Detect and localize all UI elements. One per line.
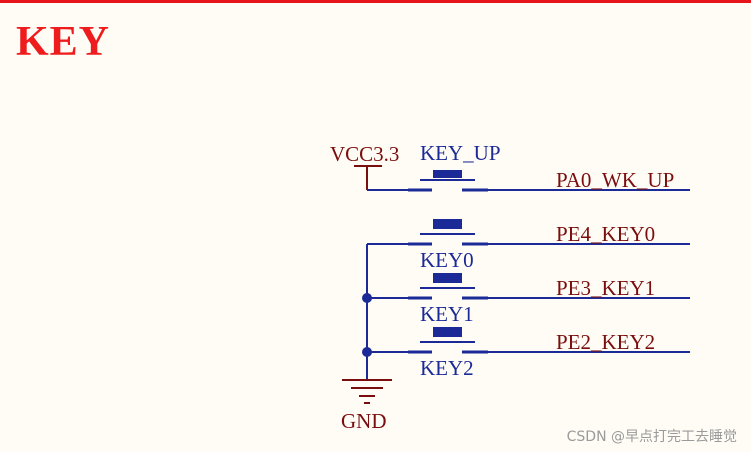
gnd-symbol: GND <box>341 379 392 433</box>
switch-key2: KEY2 PE2_KEY2 <box>367 327 690 380</box>
watermark: CSDN @早点打完工去睡觉 <box>566 429 737 445</box>
ground-bus <box>362 244 372 380</box>
switch-label-key1: KEY1 <box>420 302 474 326</box>
switch-key-up: KEY_UP PA0_WK_UP <box>367 141 690 192</box>
net-label-pe2: PE2_KEY2 <box>556 330 655 354</box>
switch-key0: KEY0 PE4_KEY0 <box>367 219 690 272</box>
switch-key1: KEY1 PE3_KEY1 <box>367 273 690 326</box>
net-label-pe3: PE3_KEY1 <box>556 276 655 300</box>
switch-label-key-up: KEY_UP <box>420 141 501 165</box>
vcc-label: VCC3.3 <box>330 142 399 166</box>
net-label-pe4: PE4_KEY0 <box>556 222 655 246</box>
junction-dot <box>362 347 372 357</box>
switch-label-key0: KEY0 <box>420 248 474 272</box>
junction-dot <box>362 293 372 303</box>
switch-label-key2: KEY2 <box>420 356 474 380</box>
net-label-pa0: PA0_WK_UP <box>556 168 674 192</box>
gnd-label: GND <box>341 409 387 433</box>
top-rule <box>0 0 751 3</box>
page-title: KEY <box>16 19 111 65</box>
vcc-symbol: VCC3.3 <box>330 142 399 190</box>
